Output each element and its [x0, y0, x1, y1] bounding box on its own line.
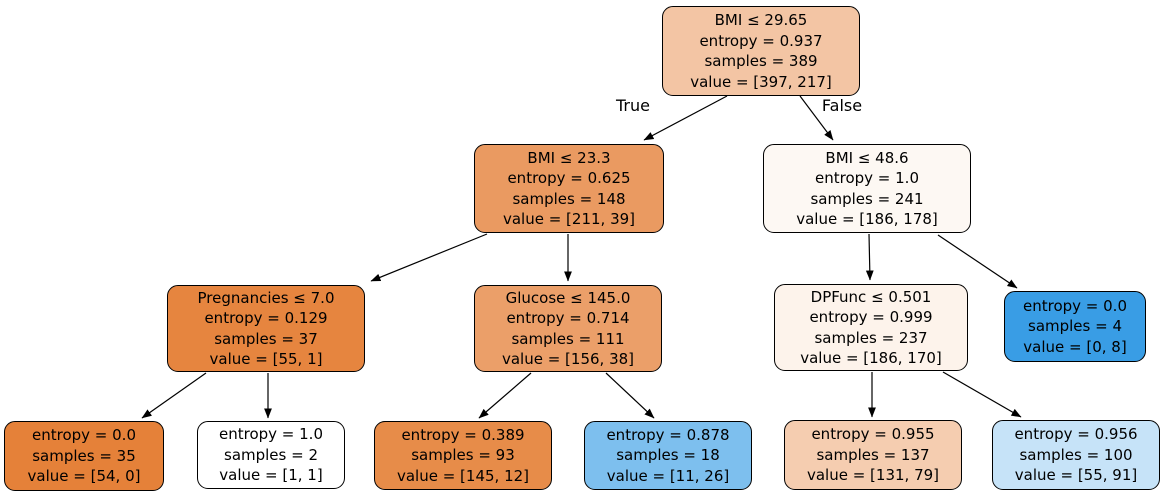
tree-node-root: BMI ≤ 29.65 entropy = 0.937 samples = 38… — [662, 6, 860, 96]
node-samples: samples = 100 — [1019, 445, 1133, 464]
node-samples: samples = 237 — [814, 328, 928, 347]
node-value: value = [397, 217] — [690, 72, 832, 91]
node-samples: samples = 2 — [224, 445, 318, 464]
edge-root-true — [643, 95, 728, 141]
tree-leaf-11: entropy = 0.955 samples = 137 value = [1… — [784, 420, 962, 490]
node-value: value = [156, 38] — [501, 350, 635, 368]
node-value: value = [186, 170] — [800, 349, 942, 367]
node-value: value = [131, 79] — [806, 466, 940, 485]
edge-n2-left — [865, 233, 874, 281]
tree-leaf-9: entropy = 0.389 samples = 93 value = [14… — [374, 421, 552, 490]
node-value: value = [55, 91] — [1014, 466, 1138, 485]
edge-n4-right — [605, 372, 655, 419]
node-entropy: entropy = 0.0 — [32, 426, 136, 445]
node-entropy: entropy = 0.625 — [507, 169, 631, 187]
node-condition: BMI ≤ 48.6 — [825, 148, 909, 167]
node-samples: samples = 241 — [810, 189, 924, 208]
node-entropy: entropy = 0.955 — [811, 425, 935, 444]
node-samples: samples = 111 — [511, 329, 625, 348]
node-samples: samples = 148 — [512, 189, 626, 208]
edge-n5-right — [942, 371, 1022, 418]
node-samples: samples = 18 — [616, 446, 720, 465]
node-condition: Glucose ≤ 145.0 — [505, 288, 631, 307]
tree-leaf-8: entropy = 1.0 samples = 2 value = [1, 1] — [197, 421, 345, 489]
node-entropy: entropy = 1.0 — [219, 425, 323, 444]
node-value: value = [55, 1] — [209, 350, 323, 368]
node-value: value = [1, 1] — [219, 466, 323, 485]
node-samples: samples = 137 — [816, 445, 930, 464]
edge-n1-left — [370, 233, 488, 282]
tree-node-3: Pregnancies ≤ 7.0 entropy = 0.129 sample… — [167, 285, 365, 372]
tree-leaf-6: entropy = 0.0 samples = 4 value = [0, 8] — [1004, 291, 1146, 362]
edge-label-true: True — [616, 96, 650, 115]
node-entropy: entropy = 1.0 — [815, 169, 919, 187]
tree-leaf-10: entropy = 0.878 samples = 18 value = [11… — [584, 421, 752, 490]
tree-node-4: Glucose ≤ 145.0 entropy = 0.714 samples … — [474, 285, 662, 372]
edge-n2-right — [937, 234, 1018, 289]
node-entropy: entropy = 0.389 — [401, 425, 525, 444]
node-samples: samples = 93 — [411, 446, 515, 465]
node-samples: samples = 37 — [214, 329, 318, 348]
node-entropy: entropy = 0.956 — [1014, 425, 1138, 444]
node-entropy: entropy = 0.714 — [506, 309, 630, 327]
edge-root-false — [799, 95, 834, 141]
node-condition: BMI ≤ 29.65 — [714, 11, 808, 29]
node-samples: samples = 389 — [704, 52, 818, 70]
tree-node-2: BMI ≤ 48.6 entropy = 1.0 samples = 241 v… — [763, 144, 971, 233]
node-entropy: entropy = 0.129 — [204, 309, 328, 327]
node-value: value = [0, 8] — [1023, 337, 1127, 356]
node-entropy: entropy = 0.0 — [1023, 296, 1127, 315]
node-entropy: entropy = 0.937 — [699, 31, 823, 50]
tree-leaf-12: entropy = 0.956 samples = 100 value = [5… — [992, 420, 1160, 490]
node-value: value = [54, 0] — [27, 467, 141, 486]
node-samples: samples = 35 — [32, 446, 136, 465]
node-value: value = [11, 26] — [606, 466, 730, 485]
node-entropy: entropy = 0.878 — [606, 425, 730, 444]
edge-n3-left — [141, 372, 207, 419]
tree-node-1: BMI ≤ 23.3 entropy = 0.625 samples = 148… — [474, 144, 664, 233]
node-condition: Pregnancies ≤ 7.0 — [197, 288, 335, 307]
tree-leaf-7: entropy = 0.0 samples = 35 value = [54, … — [4, 421, 164, 491]
node-value: value = [186, 178] — [796, 210, 938, 228]
node-samples: samples = 4 — [1028, 317, 1122, 336]
edge-label-false: False — [821, 96, 863, 115]
node-value: value = [211, 39] — [502, 210, 636, 228]
node-value: value = [145, 12] — [396, 466, 530, 485]
edge-n4-left — [478, 372, 532, 419]
node-entropy: entropy = 0.999 — [809, 308, 933, 326]
node-condition: DPFunc ≤ 0.501 — [810, 287, 932, 306]
tree-node-5: DPFunc ≤ 0.501 entropy = 0.999 samples =… — [774, 284, 968, 371]
node-condition: BMI ≤ 23.3 — [527, 148, 611, 167]
